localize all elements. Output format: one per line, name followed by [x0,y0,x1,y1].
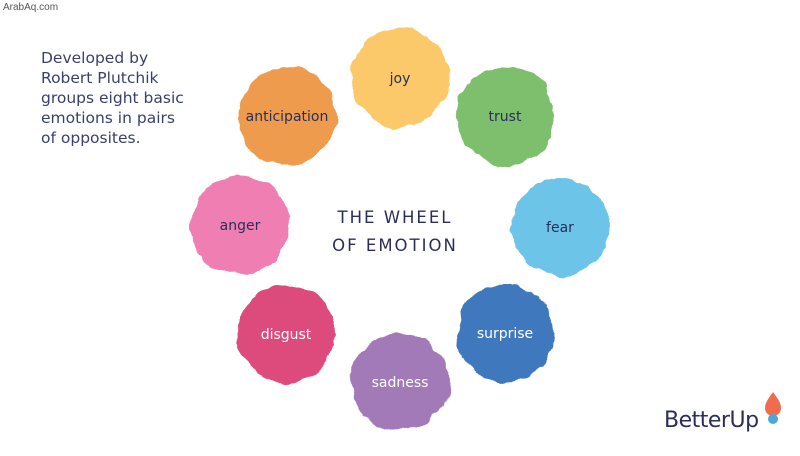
logo-mark-icon [765,392,781,424]
emotion-label-anger: anger [220,218,261,234]
description-text: Developed by Robert Plutchik groups eigh… [41,49,184,147]
emotion-blob-surprise: surprise [456,284,554,382]
emotion-blob-joy: joy [351,29,449,127]
emotion-circle-fear [511,178,609,276]
emotion-label-fear: fear [546,220,574,236]
emotion-circle-anger [191,176,289,274]
wheel-title-line-2: OF EMOTION [332,236,458,255]
emotion-blob-anticipation: anticipation [238,67,336,165]
emotion-circle-disgust [237,285,335,383]
emotion-label-surprise: surprise [477,326,533,342]
emotion-blob-trust: trust [456,67,554,165]
emotion-blob-fear: fear [511,178,609,276]
emotion-blob-sadness: sadness [351,333,449,431]
emotion-circle-sadness [351,333,449,431]
logo-text: BetterUp [664,408,759,433]
emotion-blobs: joy trust fear surprise sadness disgust anger a… [191,29,609,431]
emotion-circle-anticipation [238,67,336,165]
emotion-label-disgust: disgust [261,327,312,343]
emotion-label-sadness: sadness [372,375,429,391]
emotion-blob-disgust: disgust [237,285,335,383]
watermark-text: ArabAq.com [3,2,59,13]
wheel-title: THE WHEEL OF EMOTION [310,204,480,260]
emotion-circle-joy [351,29,449,127]
emotion-label-joy: joy [389,71,411,87]
emotion-circle-surprise [456,284,554,382]
emotion-label-anticipation: anticipation [246,109,329,125]
emotion-blob-anger: anger [191,176,289,274]
emotion-circle-trust [456,67,554,165]
wheel-title-line-1: THE WHEEL [337,208,453,227]
emotion-label-trust: trust [489,109,522,125]
